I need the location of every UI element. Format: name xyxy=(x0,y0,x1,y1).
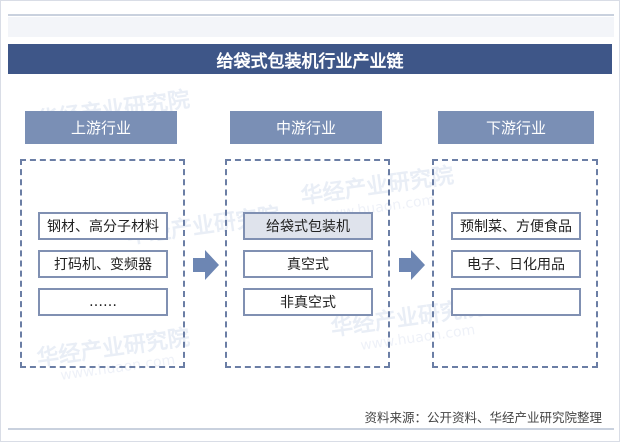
bottom-rule xyxy=(8,428,614,430)
midstream-header: 中游行业 xyxy=(230,111,382,144)
arrow-right-icon xyxy=(193,250,219,280)
downstream-item-2: 电子、日化用品 xyxy=(451,250,581,278)
midstream-item-3: 非真空式 xyxy=(243,288,373,316)
upstream-item-3: …… xyxy=(38,288,168,316)
top-rule xyxy=(8,14,614,16)
midstream-item-1: 给袋式包装机 xyxy=(243,212,373,240)
downstream-header: 下游行业 xyxy=(438,111,594,144)
source-note: 资料来源：公开资料、华经产业研究院整理 xyxy=(364,410,602,425)
upstream-item-1: 钢材、高分子材料 xyxy=(38,212,168,240)
downstream-item-1: 预制菜、方便食品 xyxy=(451,212,581,240)
downstream-box xyxy=(432,159,598,368)
upstream-item-2: 打码机、变频器 xyxy=(38,250,168,278)
top-band xyxy=(8,17,614,37)
arrow-right-icon xyxy=(399,250,425,280)
upstream-header: 上游行业 xyxy=(25,111,177,144)
upstream-box xyxy=(20,159,185,368)
midstream-box xyxy=(225,159,390,368)
midstream-item-2: 真空式 xyxy=(243,250,373,278)
page-title: 给袋式包装机行业产业链 xyxy=(8,44,612,74)
downstream-item-3 xyxy=(451,288,581,316)
